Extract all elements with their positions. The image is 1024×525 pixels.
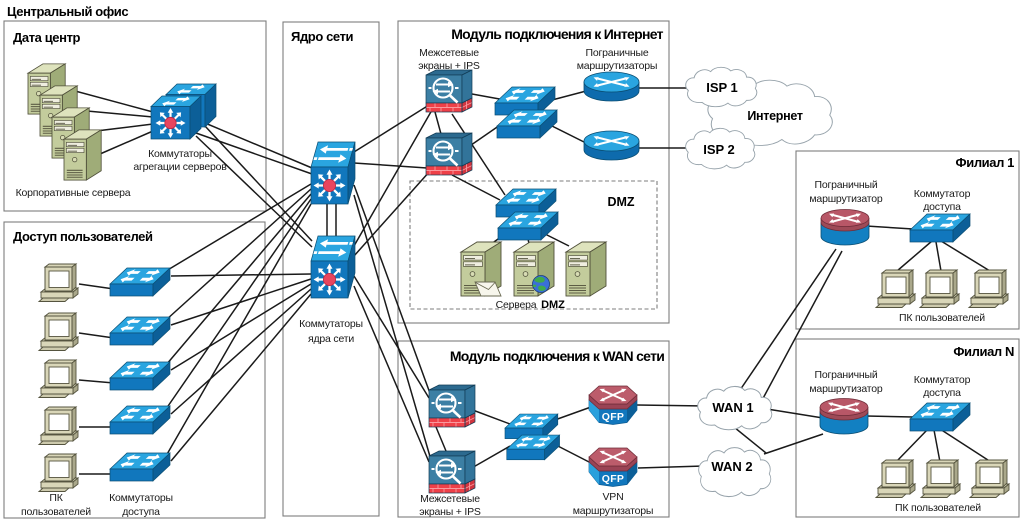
svg-text:Филиал 1: Филиал 1 [956,155,1015,170]
svg-text:WAN 1: WAN 1 [712,400,753,415]
svg-text:Модуль подключения к WAN сети: Модуль подключения к WAN сети [450,348,664,364]
svg-text:экраны + IPS: экраны + IPS [418,60,480,72]
svg-text:ядра сети: ядра сети [308,333,354,345]
svg-text:маршрутизаторы: маршрутизаторы [573,505,654,517]
svg-text:Коммутаторы: Коммутаторы [299,318,363,330]
svg-text:доступа: доступа [122,506,160,518]
svg-text:Пограничный: Пограничный [814,179,877,191]
svg-text:Межсетевые: Межсетевые [419,47,479,59]
svg-text:Пограничные: Пограничные [585,47,648,59]
svg-text:Сервера: Сервера [496,299,537,311]
svg-text:маршрутизатор: маршрутизатор [809,193,883,205]
svg-text:доступа: доступа [923,201,961,213]
svg-text:агрегации серверов: агрегации серверов [133,161,227,173]
svg-text:пользователей: пользователей [21,506,91,518]
svg-text:маршрутизатор: маршрутизатор [809,383,883,395]
svg-text:Коммутатор: Коммутатор [914,374,971,386]
svg-text:Пограничный: Пограничный [814,369,877,381]
svg-text:DMZ: DMZ [541,299,565,311]
svg-text:Межсетевые: Межсетевые [420,493,480,505]
svg-text:Коммутаторы: Коммутаторы [148,148,212,160]
svg-text:Дата центр: Дата центр [13,30,81,45]
svg-text:Коммутатор: Коммутатор [914,188,971,200]
svg-text:WAN 2: WAN 2 [711,459,752,474]
svg-text:DMZ: DMZ [607,195,634,209]
svg-text:Модуль подключения к Интернет: Модуль подключения к Интернет [451,26,663,42]
svg-text:экраны + IPS: экраны + IPS [419,506,481,518]
svg-text:Доступ пользователей: Доступ пользователей [13,229,153,244]
svg-text:Корпоративные сервера: Корпоративные сервера [16,187,131,199]
svg-text:маршрутизаторы: маршрутизаторы [577,60,658,72]
svg-text:Центральный офис: Центральный офис [7,4,128,19]
svg-text:ПК пользователей: ПК пользователей [899,312,985,324]
svg-text:Коммутаторы: Коммутаторы [109,492,173,504]
svg-text:Ядро сети: Ядро сети [291,29,354,44]
svg-text:ПК: ПК [49,492,63,504]
svg-text:ISP 2: ISP 2 [703,142,735,157]
svg-text:Филиал N: Филиал N [953,344,1014,359]
svg-text:Интернет: Интернет [747,109,802,123]
svg-text:ISP 1: ISP 1 [706,80,738,95]
svg-text:ПК пользователей: ПК пользователей [895,502,981,514]
svg-text:доступа: доступа [923,387,961,399]
svg-text:VPN: VPN [603,491,624,503]
